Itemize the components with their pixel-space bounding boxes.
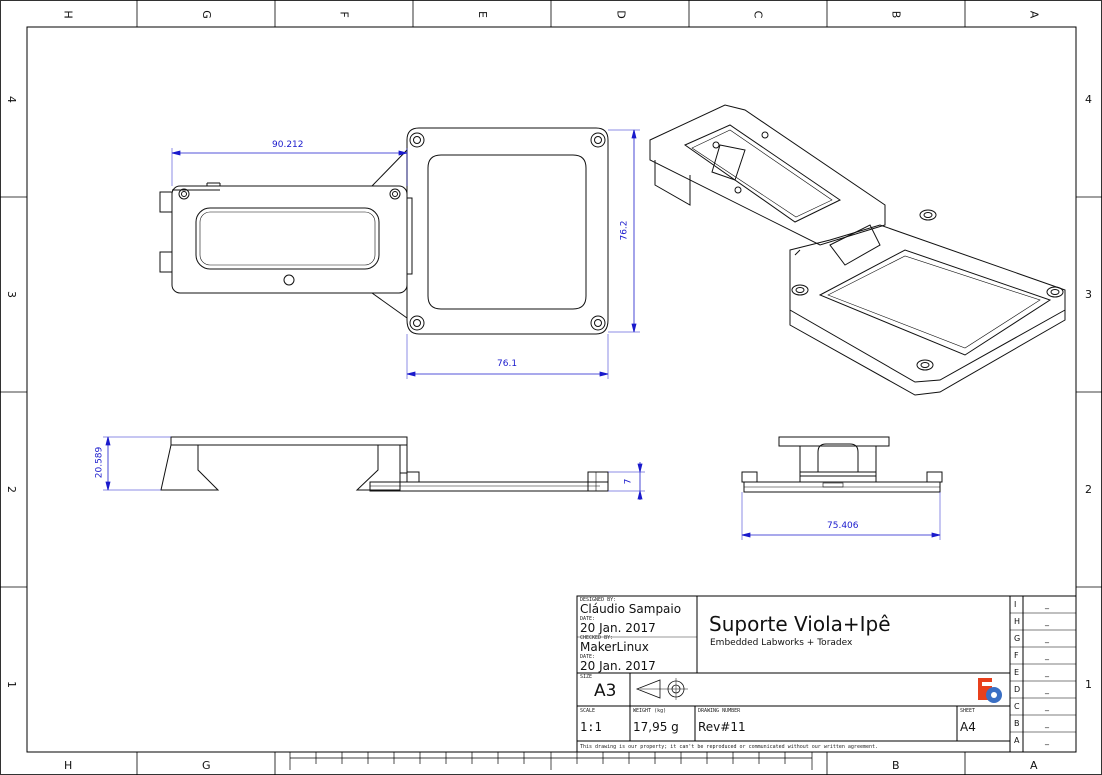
title-block-grid: [576, 595, 1077, 753]
date1-label: DATE:: [580, 616, 596, 622]
revision-value: _: [1045, 736, 1049, 745]
revision-value: _: [1045, 634, 1049, 643]
zone-label: 4: [5, 96, 18, 103]
checked-by-value: MakerLinux: [580, 640, 649, 654]
weight-value: 17,95 g: [633, 720, 679, 734]
top-view: [159, 127, 609, 335]
revision-letter: F: [1014, 651, 1019, 660]
zone-label: A: [1030, 759, 1038, 772]
revision-letter: E: [1014, 668, 1020, 677]
dimension-thickness: 7: [623, 478, 634, 485]
front-view: [160, 436, 609, 492]
zone-label: H: [61, 10, 75, 19]
inner-frame: [26, 26, 1077, 753]
revision-letter: C: [1014, 702, 1020, 711]
designed-by-value: Cláudio Sampaio: [580, 602, 682, 616]
side-view: [741, 436, 943, 493]
top-view-dimensions: [171, 129, 640, 379]
zone-label: 2: [5, 486, 18, 493]
zone-label: 4: [1085, 93, 1092, 106]
zone-label: 1: [1085, 678, 1092, 691]
dimension-height-plate: 76.2: [619, 220, 630, 241]
revision-value: _: [1045, 685, 1049, 694]
zone-label: 2: [1085, 483, 1092, 496]
zone-label: D: [614, 10, 628, 19]
zone-label: G: [199, 10, 213, 19]
drawing-number-value: Rev#11: [698, 720, 746, 734]
zone-label: B: [892, 759, 900, 772]
zone-label: C: [751, 10, 765, 19]
size-value: A3: [594, 681, 617, 701]
zone-label: G: [202, 759, 211, 772]
date1-value: 20 Jan. 2017: [580, 621, 656, 635]
side-view-dimensions: [741, 492, 941, 540]
revision-value: _: [1045, 702, 1049, 711]
front-view-dimensions: [103, 436, 645, 500]
checked-by-label: CHECKED BY:: [580, 635, 614, 641]
revision-letter: G: [1014, 634, 1021, 643]
zone-label: F: [337, 11, 351, 18]
size-label: SIZE: [580, 674, 593, 680]
freecad-logo-icon: [978, 678, 1002, 703]
dimension-height-front: 20.589: [94, 446, 105, 479]
sheet-value: A4: [960, 720, 976, 734]
revision-value: _: [1045, 719, 1049, 728]
revision-letter: B: [1014, 719, 1020, 728]
zone-label: B: [889, 10, 903, 19]
zone-label: 3: [5, 291, 18, 298]
dimension-width-plate: 76.1: [497, 359, 518, 369]
revision-value: _: [1045, 651, 1049, 660]
scale-label: SCALE: [580, 708, 596, 714]
date2-label: DATE:: [580, 654, 596, 660]
dimension-width-side: 75.406: [827, 521, 859, 531]
drawing-subtitle: Embedded Labworks + Toradex: [710, 638, 853, 648]
projection-symbol-icon: [635, 678, 688, 700]
designed-by-label: DESIGNED BY:: [580, 597, 617, 603]
zone-label: 3: [1085, 288, 1092, 301]
dimension-width-top: 90.212: [272, 140, 304, 150]
revision-value: _: [1045, 617, 1049, 626]
zone-label: E: [475, 11, 489, 18]
weight-label: WEIGHT (kg): [633, 708, 667, 714]
disclaimer: This drawing is our property; it can't b…: [580, 744, 879, 750]
revision-letter: D: [1014, 685, 1021, 694]
revision-value: _: [1045, 668, 1049, 677]
drawing-title: Suporte Viola+Ipê: [709, 612, 891, 636]
zone-label: A: [1027, 10, 1041, 19]
drawing-number-label: DRAWING NUMBER: [698, 708, 741, 714]
isometric-view: [649, 104, 1066, 396]
scale-bar: [289, 752, 813, 770]
zone-label: H: [64, 759, 73, 772]
scale-value: 1:1: [580, 720, 602, 734]
date2-value: 20 Jan. 2017: [580, 659, 656, 673]
revision-letter: A: [1014, 736, 1020, 745]
zone-label: 1: [5, 681, 18, 688]
revision-letter: H: [1014, 617, 1021, 626]
revision-letter: I: [1014, 600, 1017, 609]
sheet-label: SHEET: [960, 708, 976, 714]
revision-value: _: [1045, 600, 1049, 609]
